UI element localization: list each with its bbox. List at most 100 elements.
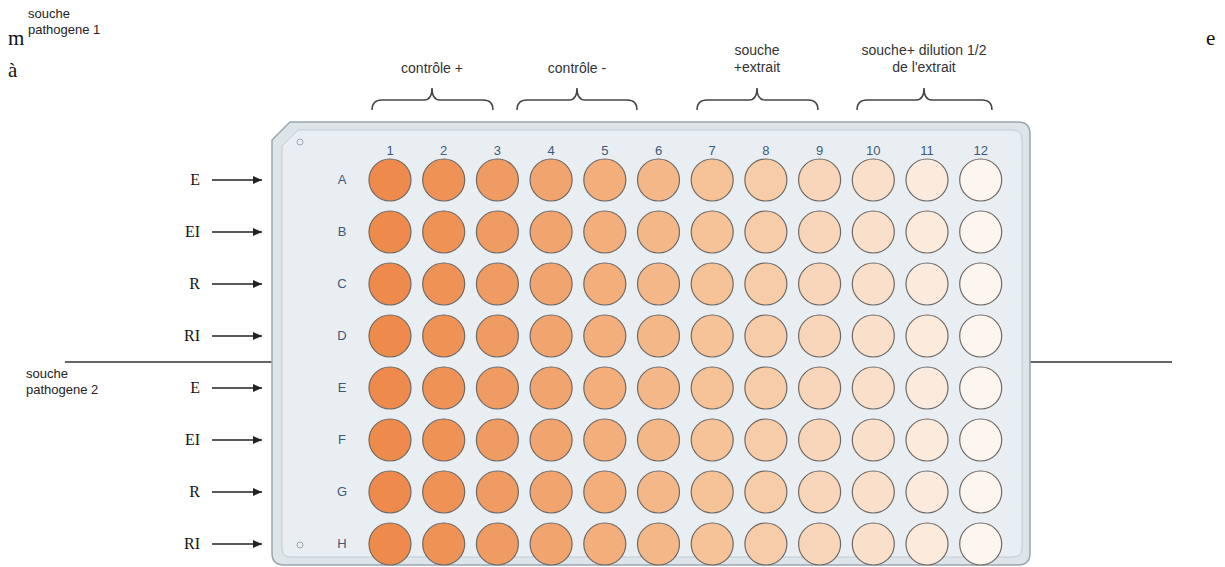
well	[799, 523, 841, 565]
well	[476, 159, 518, 201]
condition-label: R	[189, 482, 200, 501]
well	[852, 159, 894, 201]
condition-label: EI	[185, 222, 200, 241]
well	[638, 315, 680, 357]
well	[960, 523, 1002, 565]
bracket	[517, 88, 637, 110]
well	[745, 419, 787, 461]
well	[423, 159, 465, 201]
well	[638, 211, 680, 253]
well	[906, 315, 948, 357]
well	[638, 419, 680, 461]
well	[423, 523, 465, 565]
column-number: 3	[494, 143, 501, 159]
plate-mark	[297, 139, 303, 145]
cut-text: m	[8, 26, 24, 51]
well	[584, 211, 626, 253]
cut-text: à	[8, 58, 17, 83]
plate-outline	[272, 122, 1030, 565]
column-number: 7	[709, 143, 716, 159]
well	[852, 471, 894, 513]
well	[745, 159, 787, 201]
bracket	[857, 88, 992, 110]
column-number: 9	[816, 143, 823, 159]
well	[745, 263, 787, 305]
well	[423, 419, 465, 461]
well	[584, 523, 626, 565]
row-arrow	[212, 179, 262, 180]
well	[584, 367, 626, 409]
row-letter: E	[338, 380, 347, 396]
well	[691, 211, 733, 253]
row-arrow	[212, 335, 262, 336]
well	[584, 419, 626, 461]
well	[530, 315, 572, 357]
row-arrow	[212, 283, 262, 284]
well	[799, 159, 841, 201]
well	[369, 419, 411, 461]
well	[852, 523, 894, 565]
column-number: 1	[386, 143, 393, 159]
well	[852, 419, 894, 461]
well	[906, 263, 948, 305]
row-letter: G	[337, 484, 347, 500]
plate-inner	[282, 130, 1022, 557]
well	[638, 471, 680, 513]
well	[530, 419, 572, 461]
well	[476, 419, 518, 461]
well	[476, 471, 518, 513]
condition-label: RI	[184, 534, 200, 553]
well	[530, 523, 572, 565]
well	[960, 419, 1002, 461]
column-number: 8	[762, 143, 769, 159]
column-number: 12	[973, 143, 987, 159]
well	[691, 471, 733, 513]
row-letter: F	[338, 432, 346, 448]
well	[852, 263, 894, 305]
strain-label: souche pathogene 1	[28, 6, 113, 37]
separator-line	[65, 361, 272, 362]
well	[530, 471, 572, 513]
well	[691, 263, 733, 305]
well	[960, 263, 1002, 305]
row-arrow	[212, 543, 262, 544]
row-letter: A	[338, 172, 347, 188]
well	[369, 471, 411, 513]
well	[584, 263, 626, 305]
well	[799, 211, 841, 253]
separator-line	[1030, 361, 1172, 362]
well	[638, 263, 680, 305]
well	[852, 211, 894, 253]
row-arrow	[212, 387, 262, 388]
well	[476, 523, 518, 565]
well	[799, 315, 841, 357]
well	[745, 211, 787, 253]
well	[960, 315, 1002, 357]
row-arrow	[212, 439, 262, 440]
column-number: 10	[866, 143, 880, 159]
well	[691, 159, 733, 201]
well	[369, 367, 411, 409]
well	[530, 367, 572, 409]
well	[745, 315, 787, 357]
column-number: 4	[547, 143, 554, 159]
well	[799, 367, 841, 409]
well	[584, 159, 626, 201]
condition-label: EI	[185, 430, 200, 449]
well	[906, 159, 948, 201]
well	[369, 315, 411, 357]
well	[960, 211, 1002, 253]
well	[476, 211, 518, 253]
cut-text: e	[1206, 26, 1215, 51]
well	[906, 367, 948, 409]
well	[638, 159, 680, 201]
well	[423, 315, 465, 357]
well	[906, 419, 948, 461]
column-number: 2	[440, 143, 447, 159]
column-number: 11	[920, 143, 934, 159]
well	[530, 263, 572, 305]
well	[745, 471, 787, 513]
well	[852, 315, 894, 357]
well	[906, 211, 948, 253]
